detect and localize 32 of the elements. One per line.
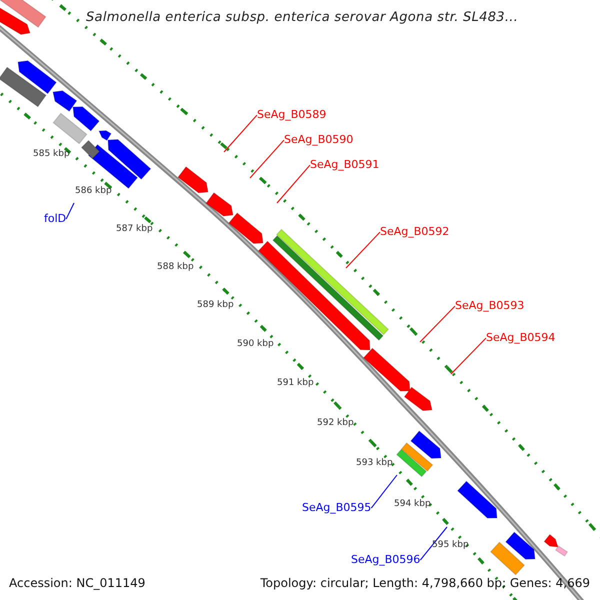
scale-label: 588 kbp [157,263,194,272]
gene-label: SeAg_B0590 [284,134,354,145]
leader-line [250,140,284,178]
leader-line [224,114,258,152]
leader-line [276,164,310,204]
scale-label: 586 kbp [75,187,112,196]
leader-line [450,338,486,374]
leader-line [370,474,398,509]
scale-label: 590 kbp [237,340,274,349]
scale-label: 585 kbp [33,150,70,159]
gene-label: SeAg_B0593 [455,300,524,311]
gene-label: folD [44,213,66,224]
leader-line [66,202,74,220]
leader-line [420,526,448,561]
scale-label: 593 kbp [356,459,393,468]
scale-label: 591 kbp [277,379,314,388]
topology-text: Topology: circular; Length: 4,798,660 bp; Genes: 4,669 [260,577,590,589]
scale-label: 589 kbp [197,301,234,310]
gene-label: SeAg_B0589 [257,109,326,120]
leader-line [346,232,380,268]
gene-label: SeAg_B0594 [486,332,556,343]
gene-label: SeAg_B0595 [302,502,372,513]
scale-label: 594 kbp [394,500,431,509]
gene-label: SeAg_B0592 [380,226,450,237]
gene-label: SeAg_B0596 [351,554,420,565]
gene-label: SeAg_B0591 [310,159,380,170]
scale-label: 587 kbp [116,225,153,234]
scale-label: 595 kbp [432,541,469,550]
map-title: Salmonella enterica subsp. enterica serovar Agona str. SL483... [86,11,518,24]
accession-text: Accession: NC_011149 [9,577,146,589]
leader-line [420,306,456,342]
scale-label: 592 kbp [317,419,354,428]
